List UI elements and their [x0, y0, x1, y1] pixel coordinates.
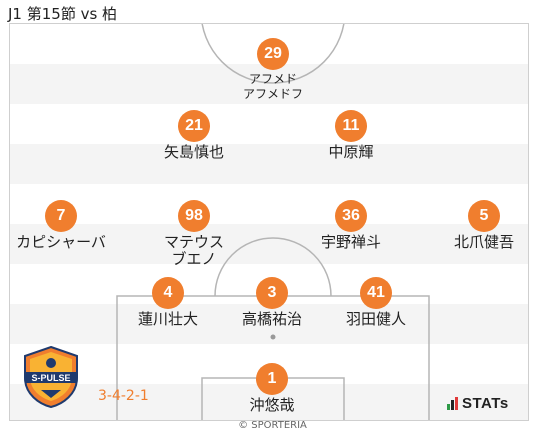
player-shadow-right[interactable]: 11 中原輝	[291, 110, 411, 161]
svg-text:S-PULSE: S-PULSE	[31, 373, 70, 383]
player-number: 98	[178, 200, 210, 232]
player-number: 21	[178, 110, 210, 142]
player-name: 宇野禅斗	[320, 233, 381, 251]
player-number: 29	[257, 38, 289, 70]
player-fw[interactable]: 29 アフメドアフメドフ	[213, 38, 333, 102]
player-name: アフメドアフメドフ	[242, 72, 303, 101]
player-rwb[interactable]: 5 北爪健吾	[424, 200, 544, 251]
player-cb-center[interactable]: 3 高橋祐治	[212, 277, 332, 328]
player-name: マテウスブエノ	[163, 233, 224, 268]
player-lwb[interactable]: 7 カピシャーバ	[1, 200, 121, 251]
player-name: 中原輝	[328, 143, 374, 161]
player-name: 沖悠哉	[249, 396, 295, 414]
player-number: 4	[152, 277, 184, 309]
player-name: カピシャーバ	[16, 233, 106, 251]
player-number: 41	[360, 277, 392, 309]
page-title: J1 第15節 vs 柏	[8, 5, 118, 23]
club-crest-icon: S-PULSE	[24, 346, 78, 408]
player-name: 高橋祐治	[241, 310, 302, 328]
player-cb-left[interactable]: 4 蓮川壮大	[108, 277, 228, 328]
player-number: 3	[256, 277, 288, 309]
player-number: 11	[335, 110, 367, 142]
pitch	[9, 23, 529, 421]
stats-text: STATs	[462, 395, 509, 412]
player-gk[interactable]: 1 沖悠哉	[212, 363, 332, 414]
player-name: 北爪健吾	[453, 233, 514, 251]
player-shadow-left[interactable]: 21 矢島慎也	[134, 110, 254, 161]
player-cm-right[interactable]: 36 宇野禅斗	[291, 200, 411, 251]
player-name: 矢島慎也	[163, 143, 224, 161]
stats-bars-icon	[447, 397, 458, 410]
player-cm-left[interactable]: 98 マテウスブエノ	[134, 200, 254, 268]
player-name: 羽田健人	[345, 310, 406, 328]
stats-logo: STATs	[447, 395, 509, 412]
copyright: © SPORTERIA	[238, 420, 307, 431]
player-name: 蓮川壮大	[137, 310, 198, 328]
player-number: 36	[335, 200, 367, 232]
player-number: 5	[468, 200, 500, 232]
player-cb-right[interactable]: 41 羽田健人	[316, 277, 436, 328]
player-number: 1	[256, 363, 288, 395]
formation-label: 3-4-2-1	[98, 388, 149, 404]
player-number: 7	[45, 200, 77, 232]
